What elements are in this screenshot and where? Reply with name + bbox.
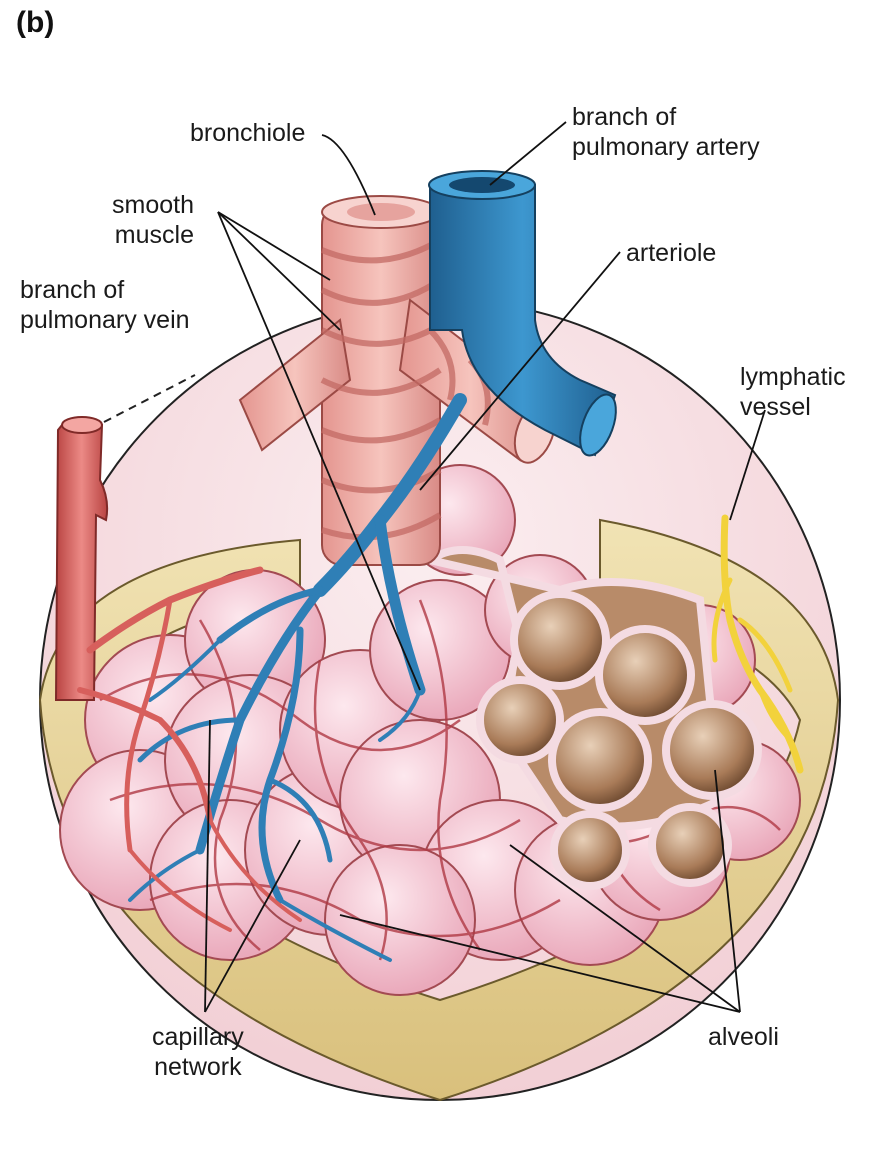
label-pulmonary-vein: branch of pulmonary vein [20, 275, 190, 335]
label-smooth-muscle: smooth muscle [112, 190, 194, 250]
label-arteriole: arteriole [626, 238, 716, 268]
label-capillary-network: capillary network [152, 1022, 244, 1082]
label-bronchiole: bronchiole [190, 118, 305, 148]
label-pulmonary-artery: branch of pulmonary artery [572, 102, 760, 162]
label-alveoli: alveoli [708, 1022, 779, 1052]
label-lymphatic-vessel: lymphatic vessel [740, 362, 846, 422]
panel-letter: (b) [16, 6, 54, 40]
